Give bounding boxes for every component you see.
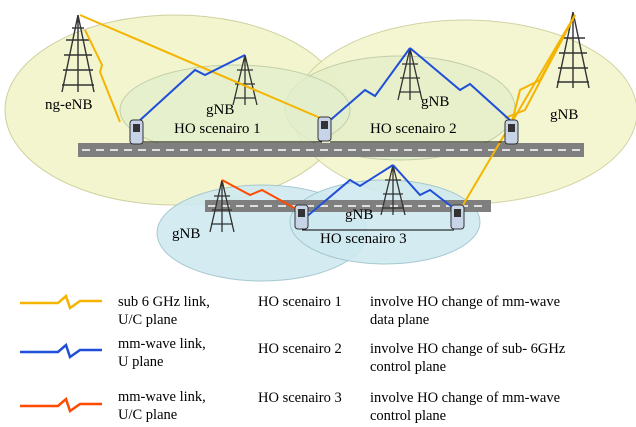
legend-line-mmwave-uc xyxy=(20,396,102,413)
ho-arrows xyxy=(138,141,508,231)
links-mmwave-u xyxy=(137,47,513,219)
ue-4 xyxy=(294,204,309,230)
legend-mmwave-u-label: mm-wave link, U plane xyxy=(118,336,206,370)
label-gnb-left-center: gNB xyxy=(206,102,235,118)
tower-ng-enb xyxy=(61,14,95,93)
tower-gnb-bottom-center xyxy=(380,164,406,216)
label-gnb-bottom-center: gNB xyxy=(345,207,374,223)
road-upper xyxy=(78,143,584,157)
legend-mmwave-uc-label: mm-wave link, U/C plane xyxy=(118,389,206,423)
ue-3 xyxy=(504,119,519,145)
diagram-ho-scenario-3: HO scenairo 3 xyxy=(320,231,407,247)
legend-scenario-2-desc: involve HO change of sub- 6GHz control p… xyxy=(370,341,566,375)
ue-1 xyxy=(129,119,144,145)
legend-scenario-3-name: HO scenairo 3 xyxy=(258,390,342,406)
tower-gnb-top-center xyxy=(397,47,423,101)
legend-line-sub6 xyxy=(20,293,102,310)
label-gnb-bottom-left: gNB xyxy=(172,226,201,242)
legend-scenario-3-desc: involve HO change of mm-wave control pla… xyxy=(370,390,561,424)
ue-2 xyxy=(317,116,332,142)
ue-5 xyxy=(450,204,465,230)
road-lower xyxy=(205,200,491,212)
diagram-ho-scenario-2: HO scenairo 2 xyxy=(370,121,457,137)
diagram-ho-scenario-1: HO scenairo 1 xyxy=(174,121,261,137)
legend-scenario-1-name: HO scenairo 1 xyxy=(258,294,342,310)
legend-scenario-2-name: HO scenairo 2 xyxy=(258,341,342,357)
links-mmwave-uc xyxy=(221,179,299,211)
tower-gnb-left-center xyxy=(232,54,258,106)
label-ng-enb: ng-eNB xyxy=(45,97,93,113)
legend-sub6-label: sub 6 GHz link, U/C plane xyxy=(118,294,210,328)
legend-scenario-1-desc: involve HO change of mm-wave data plane xyxy=(370,294,561,328)
label-gnb-right: gNB xyxy=(550,107,579,123)
label-gnb-top-center: gNB xyxy=(421,94,450,110)
tower-gnb-bottom-left xyxy=(209,179,235,233)
legend-line-mmwave-u xyxy=(20,342,102,359)
links-sub6 xyxy=(79,14,576,206)
